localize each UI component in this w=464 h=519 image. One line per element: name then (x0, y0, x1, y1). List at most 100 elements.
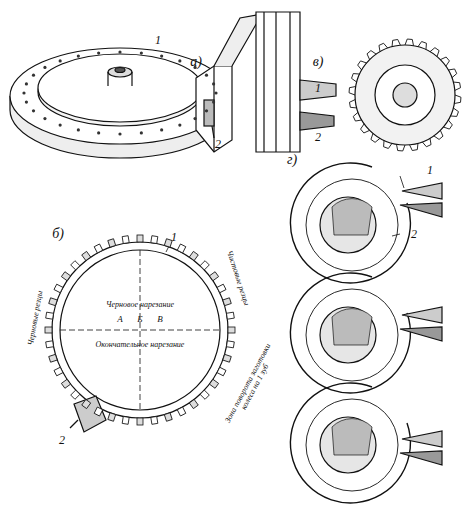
cutter-tooth (400, 451, 442, 465)
gear-tooth (448, 69, 456, 78)
bolt-hole (59, 59, 62, 62)
callout-number: 2 (315, 131, 321, 144)
broach-tooth (49, 298, 58, 306)
gear-tooth (418, 42, 426, 50)
bolt-hole (77, 54, 80, 57)
bolt-hole (22, 91, 25, 94)
broach-tooth (82, 251, 91, 260)
broach-tooth (164, 413, 172, 422)
broach-tooth (177, 407, 186, 416)
bore-shading (332, 309, 372, 345)
broach-tooth (54, 367, 63, 376)
callout-number: 1 (427, 164, 433, 177)
broach-tooth (209, 272, 218, 281)
gear-tooth (396, 144, 405, 151)
gear-tooth (440, 57, 449, 66)
panel-letter: а) (190, 55, 202, 70)
gear-tooth (430, 48, 439, 57)
bolt-hole (178, 59, 181, 62)
broach-tooth (54, 284, 63, 293)
gear-tooth (392, 39, 400, 46)
broach-tooth (226, 312, 234, 319)
cutter-tooth (402, 183, 442, 199)
broach-tooth (45, 327, 52, 333)
bolt-hole (205, 74, 208, 77)
gear-tooth (379, 43, 388, 51)
gear-tooth (405, 39, 414, 46)
gear-tooth (454, 95, 461, 104)
broach-tooth (151, 236, 158, 244)
gear-blank-rim (306, 399, 398, 491)
broach-tooth (122, 236, 129, 244)
gear-bore (320, 417, 376, 473)
callout-number: 2 (59, 434, 65, 447)
broach-tooth (71, 261, 80, 270)
gear-blank-outline (290, 383, 410, 503)
broach-tooth (46, 341, 54, 348)
cutter-tooth (402, 431, 442, 447)
gear-blank-rim (306, 179, 398, 271)
broach-tooth (177, 244, 186, 253)
callout-number: 1 (155, 34, 161, 47)
broach-tooth (94, 407, 103, 416)
broach-tooth (189, 251, 198, 260)
broach-tooth (108, 413, 116, 422)
bolt-hole (160, 54, 163, 57)
bolt-hole (193, 117, 196, 120)
broach-tooth (228, 327, 235, 333)
gear-bore (320, 197, 376, 253)
bolt-hole (97, 51, 100, 54)
gear-blank-rim (306, 289, 398, 381)
bolt-hole (97, 131, 100, 134)
gear-tooth (349, 86, 356, 95)
gear-tooth (371, 133, 380, 142)
cutter-tooth (402, 307, 442, 323)
callout-number: 1 (315, 82, 321, 95)
broach-disk-view (10, 14, 262, 158)
broach-tooth (108, 239, 116, 248)
gear-tooth (443, 120, 452, 129)
broach-tooth (209, 379, 218, 388)
zone-note: Черновое нарезание (106, 301, 174, 309)
broach-tooth (82, 399, 91, 408)
gear-tooth (361, 124, 370, 133)
panel-letter: г) (287, 153, 297, 168)
broach-gear-view (256, 12, 461, 152)
bolt-hole (140, 51, 143, 54)
callout-number: 2 (411, 228, 417, 241)
broach-tooth (61, 379, 70, 388)
bore-shading (332, 199, 372, 235)
gear-tooth (410, 143, 418, 150)
bolt-hole (32, 74, 35, 77)
bolt-hole (77, 128, 80, 131)
bolt-hole (160, 128, 163, 131)
broach-tooth (49, 354, 58, 362)
broach-tooth (137, 418, 143, 425)
gear-tooth (422, 138, 431, 146)
gear-tooth (352, 74, 360, 82)
bolt-hole (25, 82, 28, 85)
broach-tooth (151, 416, 158, 424)
broach-tooth (226, 341, 234, 348)
indexing-positions (290, 163, 442, 503)
gear-bore (320, 307, 376, 363)
zone-note: Зона поворота заготовки колеса на 1 зуб (223, 340, 281, 429)
bolt-hole (25, 101, 28, 104)
broach-tooth (217, 367, 226, 376)
broach-tooth (94, 244, 103, 253)
bolt-hole (140, 131, 143, 134)
bolt-hole (212, 101, 215, 104)
bolt-hole (214, 91, 217, 94)
gear-tooth (450, 108, 458, 116)
callout-number: 1 (171, 231, 177, 244)
point-letter: А (117, 315, 123, 324)
cutter-tooth (400, 327, 442, 341)
broach-tooth (223, 354, 232, 362)
cutter-tooth (400, 203, 442, 217)
broach-tooth (223, 298, 232, 306)
point-letter: Б (137, 315, 142, 324)
broach-tooth (200, 261, 209, 270)
gear-blank-outline (290, 273, 410, 393)
arc-note: Черновые резцы (27, 290, 45, 346)
broach-scheme (45, 235, 235, 432)
